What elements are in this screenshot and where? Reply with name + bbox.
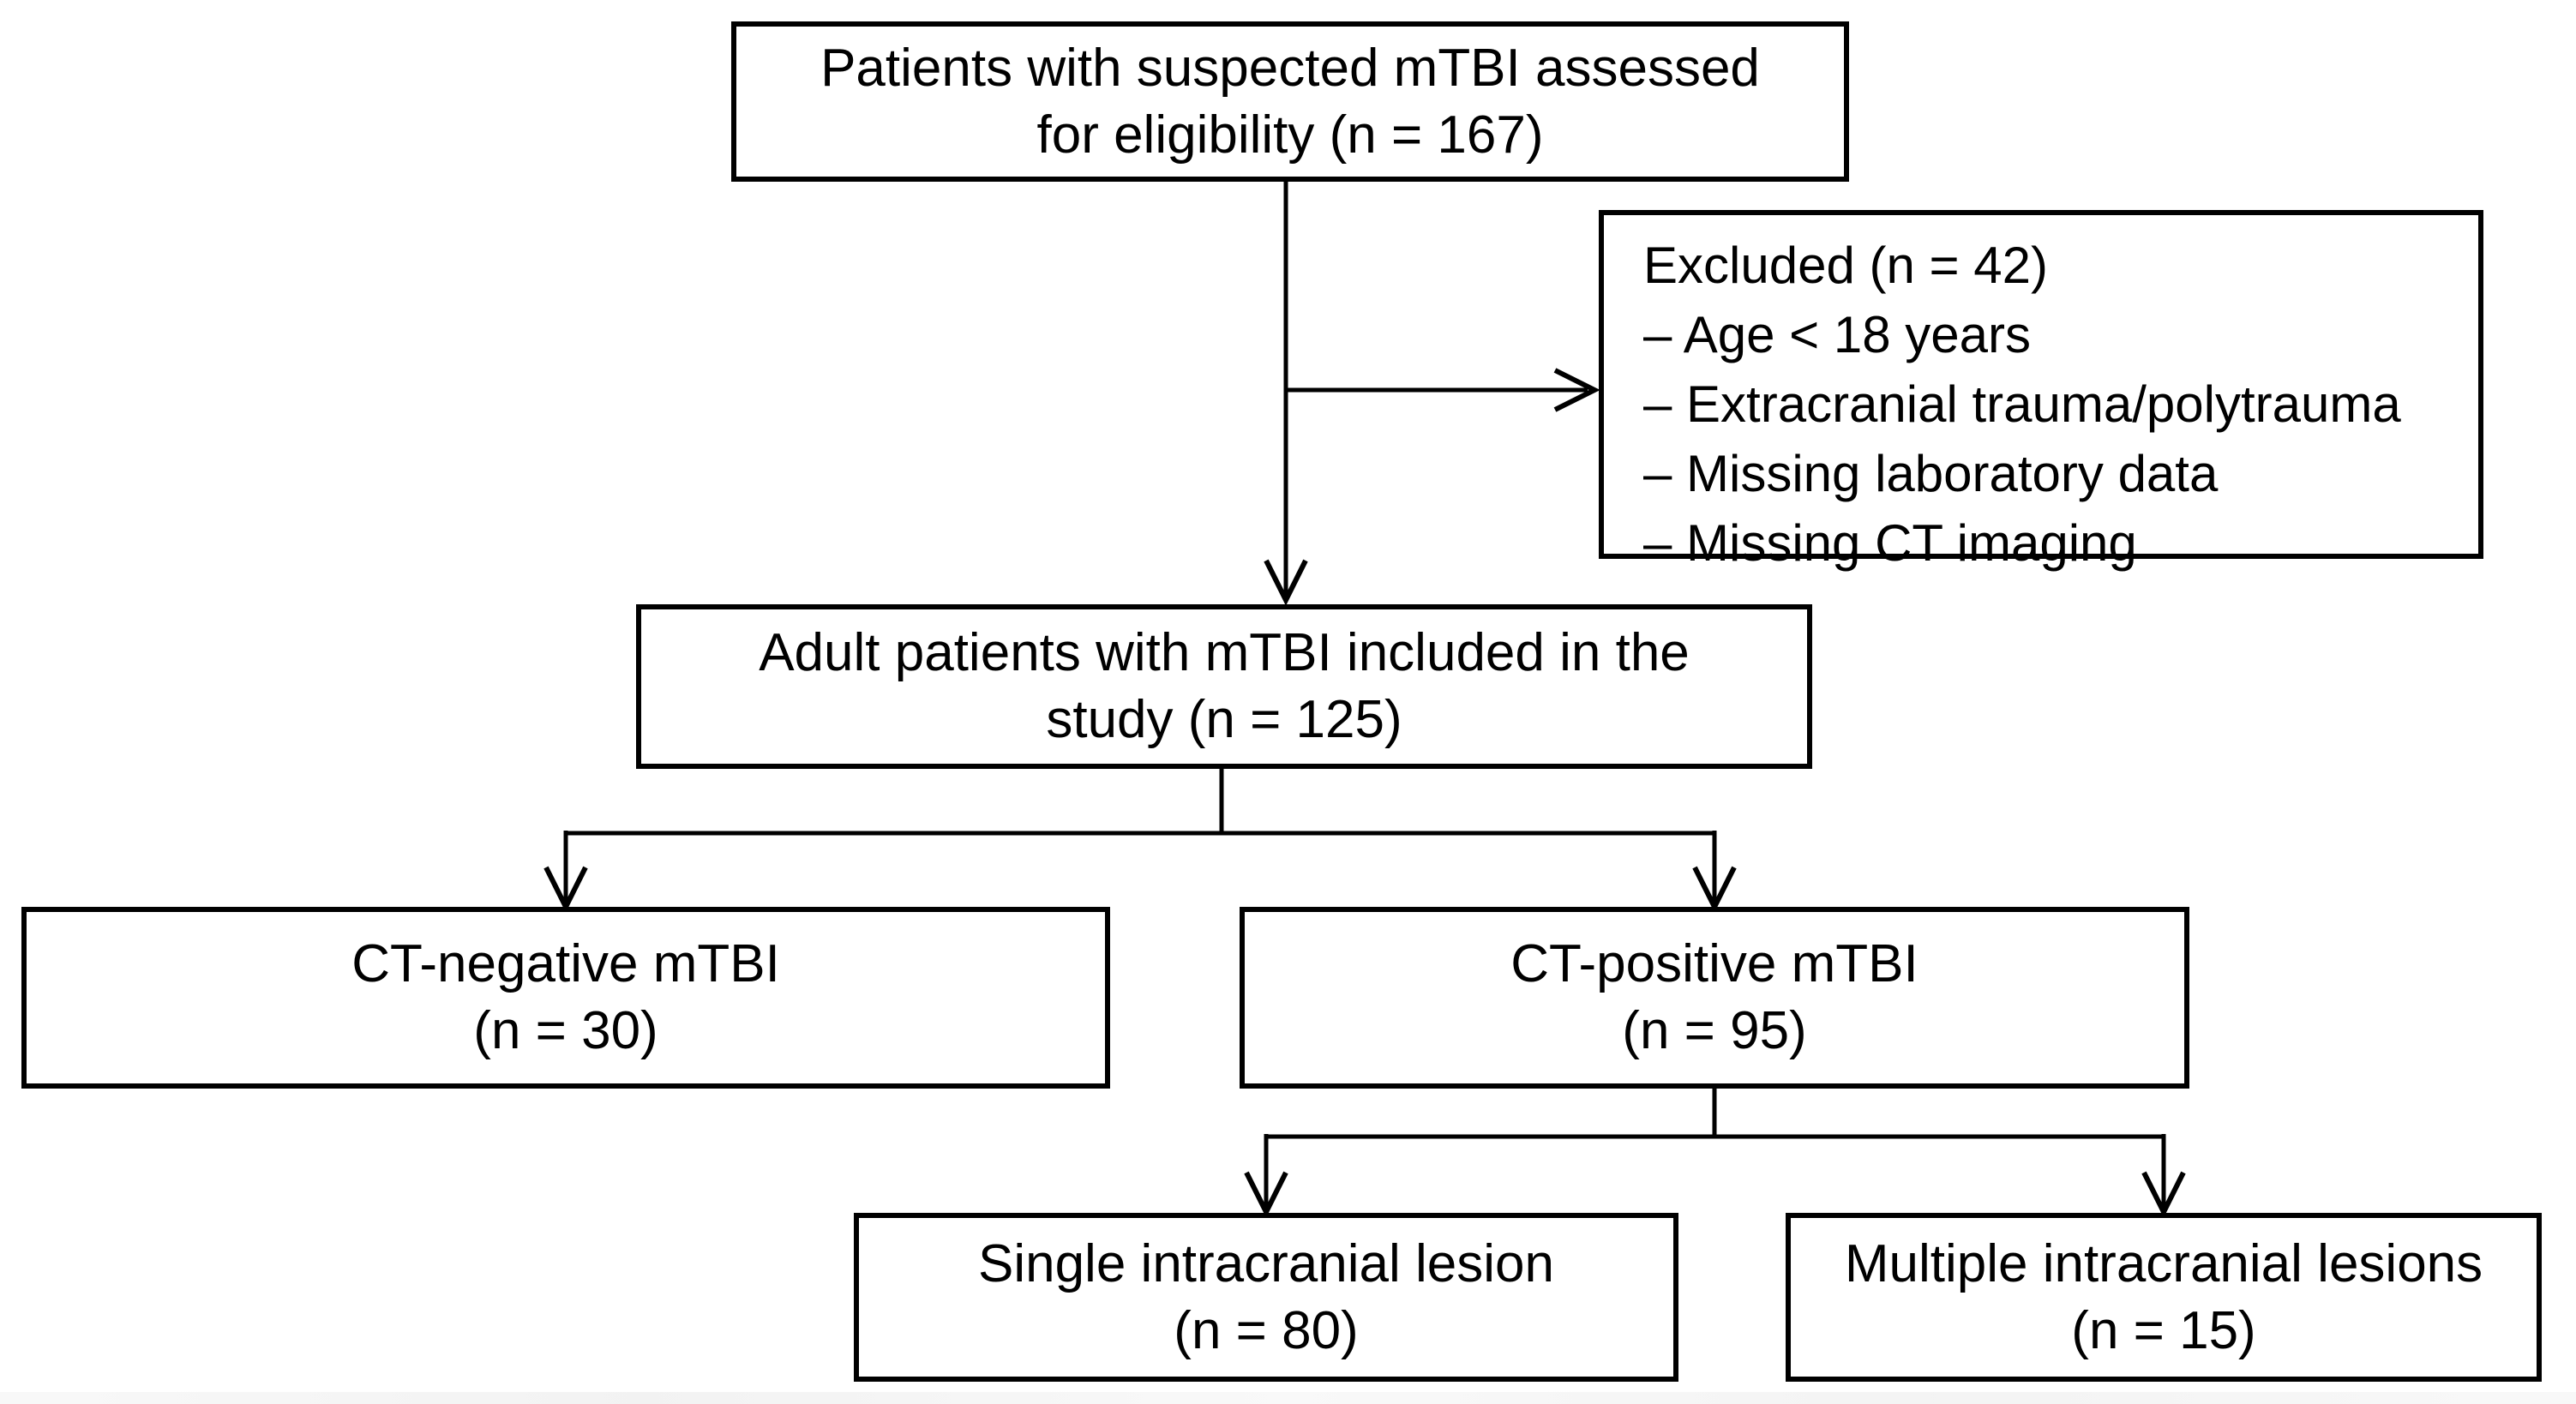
- node-included-study: Adult patients with mTBI included in the…: [636, 604, 1812, 769]
- node-ct-negative: CT-negative mTBI (n = 30): [21, 907, 1110, 1089]
- node-assessed-eligibility: Patients with suspected mTBI assessed fo…: [731, 21, 1849, 182]
- node-ct-positive-line2: (n = 95): [1622, 1001, 1807, 1060]
- arrowhead-multiple-lesions-icon: [2141, 1171, 2186, 1218]
- node-single-lesion: Single intracranial lesion (n = 80): [854, 1213, 1678, 1382]
- node-assessed-line2: for eligibility (n = 167): [1036, 105, 1544, 165]
- excluded-item: – Missing laboratory data: [1643, 445, 2219, 502]
- excluded-item: – Missing CT imaging: [1643, 514, 2137, 572]
- node-ct-negative-line1: CT-negative mTBI: [351, 934, 780, 993]
- excluded-item: – Age < 18 years: [1643, 306, 2031, 363]
- node-ct-positive-line1: CT-positive mTBI: [1510, 934, 1918, 993]
- excluded-item: – Extracranial trauma/polytrauma: [1643, 375, 2401, 433]
- node-multiple-lesions: Multiple intracranial lesions (n = 15): [1786, 1213, 2542, 1382]
- arrowhead-included-icon: [1264, 559, 1308, 606]
- node-assessed-line1: Patients with suspected mTBI assessed: [820, 38, 1760, 98]
- arrowhead-excluded-icon: [1553, 368, 1600, 412]
- node-single-lesion-line1: Single intracranial lesion: [977, 1233, 1555, 1293]
- node-excluded: Excluded (n = 42) – Age < 18 years – Ext…: [1599, 210, 2483, 572]
- node-ct-positive: CT-positive mTBI (n = 95): [1240, 907, 2189, 1089]
- node-multiple-lesions-line1: Multiple intracranial lesions: [1844, 1233, 2483, 1293]
- bottom-scan-artifact: [0, 1392, 2576, 1404]
- node-multiple-lesions-line2: (n = 15): [2071, 1300, 2256, 1360]
- node-included-line2: study (n = 125): [1046, 690, 1402, 749]
- excluded-title: Excluded (n = 42): [1643, 237, 2048, 294]
- arrowhead-single-lesion-icon: [1244, 1171, 1288, 1218]
- node-ct-negative-line2: (n = 30): [473, 1001, 658, 1060]
- node-single-lesion-line2: (n = 80): [1174, 1300, 1359, 1360]
- node-included-line1: Adult patients with mTBI included in the: [759, 623, 1690, 682]
